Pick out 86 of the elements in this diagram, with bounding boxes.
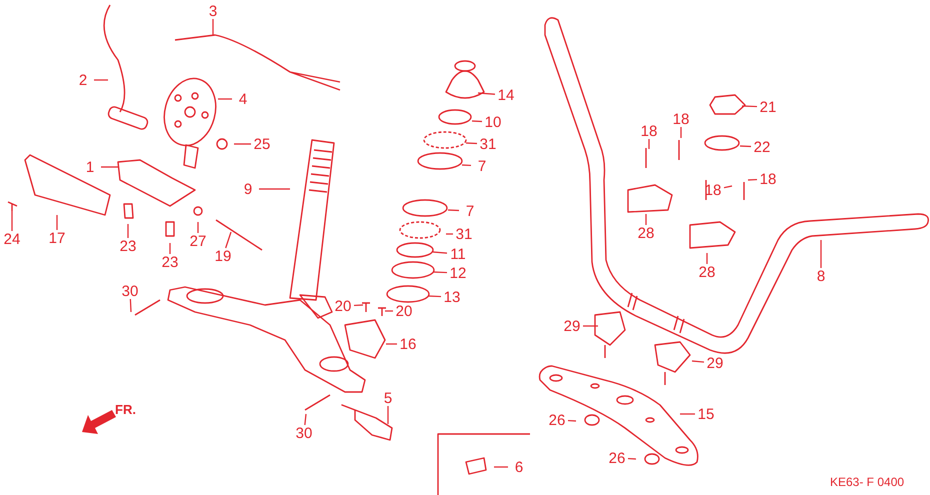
callout-number: 1 xyxy=(86,160,94,174)
callout-number: 31 xyxy=(456,226,472,242)
callout-number: 23 xyxy=(162,254,178,270)
callout-number: 8 xyxy=(816,268,826,284)
leader-line xyxy=(387,406,389,424)
callout-number: 31 xyxy=(480,136,496,152)
callout-number: 11 xyxy=(450,246,466,262)
leader-line xyxy=(628,458,636,460)
leader-line xyxy=(724,185,732,188)
callout-number: 25 xyxy=(254,136,270,152)
callout-number: 26 xyxy=(608,450,626,466)
leader-line xyxy=(645,214,647,225)
leader-line xyxy=(680,127,682,138)
leader-line xyxy=(130,298,132,312)
leader-line xyxy=(127,224,129,238)
callout-number: 29 xyxy=(564,318,580,334)
callout-number: 18 xyxy=(704,182,722,198)
leader-line xyxy=(428,295,442,298)
callout-number: 18 xyxy=(760,172,776,186)
leader-line xyxy=(648,139,650,149)
leader-line xyxy=(169,243,171,254)
leader-line xyxy=(740,145,752,148)
leader-line xyxy=(706,253,708,264)
callout-number: 15 xyxy=(698,406,714,422)
leader-line xyxy=(354,304,364,306)
direction-label: FR. xyxy=(115,403,136,416)
callout-number: 7 xyxy=(478,158,486,174)
callout-number: 28 xyxy=(698,264,716,280)
leader-line xyxy=(742,105,758,108)
leader-line xyxy=(448,209,460,212)
leader-line xyxy=(478,92,496,95)
leader-line xyxy=(385,310,393,312)
leader-line xyxy=(432,251,448,254)
leader-line xyxy=(748,178,758,181)
callout-number: 26 xyxy=(548,412,566,428)
leader-line xyxy=(94,79,108,81)
leader-line xyxy=(680,413,695,415)
leader-line xyxy=(212,19,214,36)
leader-line xyxy=(820,240,822,268)
callout-number: 22 xyxy=(754,140,770,154)
callout-number: 28 xyxy=(638,226,654,240)
callout-number: 5 xyxy=(384,390,392,406)
leader-line xyxy=(386,343,397,345)
callout-number: 18 xyxy=(640,124,658,138)
figure-code: KE63- F 0400 xyxy=(830,476,904,488)
callout-number: 6 xyxy=(514,460,524,474)
leader-line xyxy=(466,142,478,144)
callout-number: 19 xyxy=(214,248,232,264)
callout-number: 16 xyxy=(400,336,416,352)
callout-number: 13 xyxy=(444,290,460,304)
callout-number: 9 xyxy=(244,182,252,196)
leader-line xyxy=(692,360,704,363)
leader-line xyxy=(11,211,13,231)
leader-line xyxy=(432,271,448,274)
callout-number: 7 xyxy=(466,204,474,218)
leader-line xyxy=(234,143,251,145)
leader-line xyxy=(218,98,232,100)
leader-line xyxy=(446,233,453,235)
callout-number: 30 xyxy=(296,426,312,440)
callout-number: 24 xyxy=(4,232,20,246)
callout-number: 14 xyxy=(498,88,514,102)
leader-line xyxy=(472,120,482,122)
leader-line xyxy=(259,188,290,190)
leader-line xyxy=(494,466,508,468)
leader-line xyxy=(56,215,58,230)
callout-number: 2 xyxy=(78,72,88,88)
leader-line xyxy=(101,166,118,168)
leader-line xyxy=(568,420,576,422)
callout-number: 27 xyxy=(190,234,206,248)
callout-number: 17 xyxy=(48,230,66,246)
callout-number: 3 xyxy=(208,4,218,18)
callout-number: 20 xyxy=(334,298,352,314)
leader-line xyxy=(197,222,199,233)
callout-number: 12 xyxy=(450,266,466,280)
callout-number: 30 xyxy=(122,284,138,298)
callout-number: 29 xyxy=(706,356,724,370)
leader-line xyxy=(225,232,232,248)
callout-number: 20 xyxy=(396,304,412,318)
callout-number: 21 xyxy=(760,100,776,114)
callout-number: 10 xyxy=(484,114,502,130)
callout-number: 18 xyxy=(672,112,690,126)
leader-line xyxy=(304,414,307,426)
leader-line xyxy=(462,164,472,166)
leader-line xyxy=(583,325,598,327)
callout-number: 4 xyxy=(238,92,248,106)
callout-number: 23 xyxy=(120,238,136,254)
